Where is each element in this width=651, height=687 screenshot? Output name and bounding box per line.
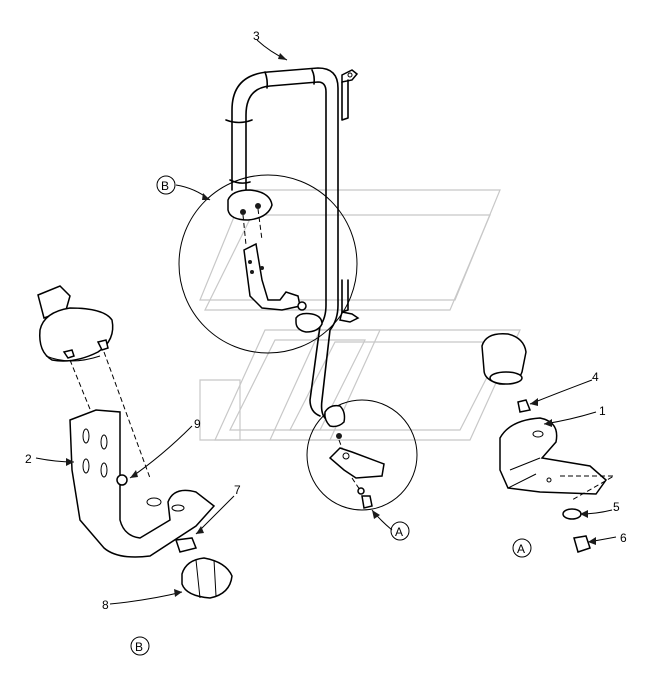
callout-4: 4 <box>592 370 599 384</box>
detail-letter-b-ref: B <box>156 175 176 195</box>
callout-9: 9 <box>194 417 201 431</box>
callout-8: 8 <box>102 598 109 612</box>
detail-letter-a-ref: A <box>390 521 410 541</box>
watermark-logo <box>199 189 521 441</box>
callout-2: 2 <box>25 452 32 466</box>
leader-lines <box>35 39 617 605</box>
callout-5: 5 <box>613 500 620 514</box>
detail-a-circle <box>306 399 418 511</box>
callout-6: 6 <box>620 531 627 545</box>
detail-letter-a-view: A <box>512 538 532 558</box>
detail-a-ref-text: A <box>395 525 403 539</box>
right-exploded-assembly <box>481 333 616 553</box>
detail-b-view-text: B <box>135 640 143 654</box>
detail-b-ref-text: B <box>161 179 169 193</box>
detail-a-view-text: A <box>517 542 525 556</box>
frame-tube <box>225 67 360 421</box>
left-exploded-assembly <box>37 285 233 599</box>
callout-labels: 3 2 9 7 8 4 1 5 6 <box>25 29 627 612</box>
detail-letter-b-view: B <box>130 636 150 656</box>
callout-7: 7 <box>234 483 241 497</box>
callout-3: 3 <box>253 29 260 43</box>
callout-1: 1 <box>599 404 606 418</box>
detail-b-circle <box>178 174 358 354</box>
